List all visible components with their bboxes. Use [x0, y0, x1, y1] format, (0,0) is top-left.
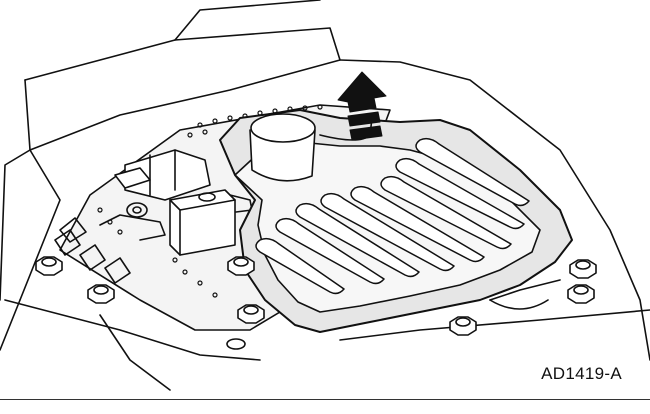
bolts [35, 256, 597, 336]
bolt [87, 284, 115, 304]
bolt [227, 256, 255, 276]
removal-arrow-icon [337, 71, 387, 141]
solenoid-assembly [99, 149, 253, 256]
bolt [237, 304, 265, 324]
bolt [35, 256, 63, 276]
bolt [567, 284, 595, 304]
bottom-divider [0, 399, 650, 400]
transmission-filter [219, 109, 573, 333]
figure-callout: AD1419-A [541, 364, 622, 383]
bolt [569, 259, 597, 279]
transmission-case [0, 0, 650, 391]
bolt [449, 316, 477, 336]
